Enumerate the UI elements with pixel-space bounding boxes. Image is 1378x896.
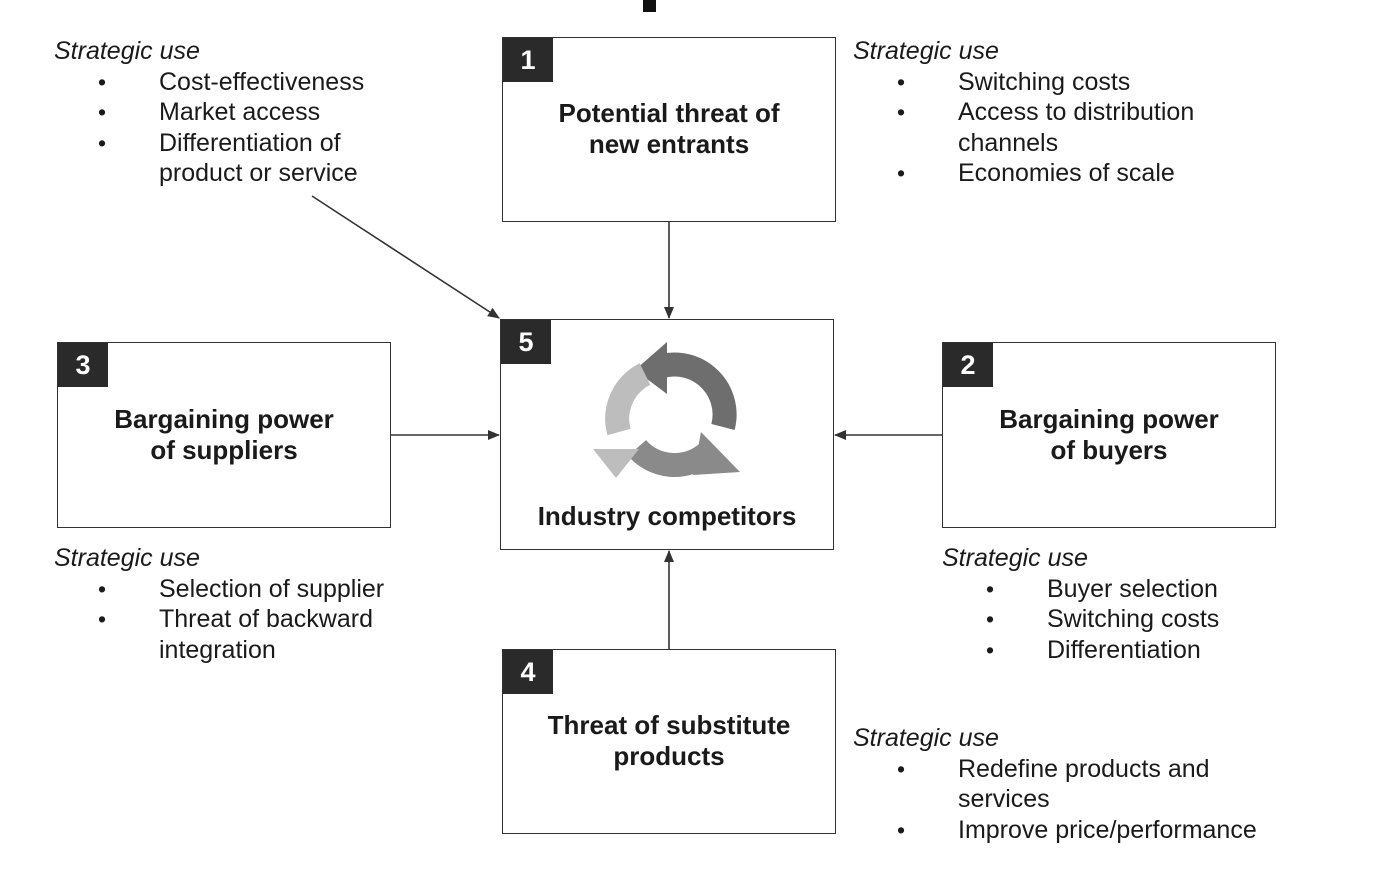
cycle-arrow-light <box>605 363 651 436</box>
strategic-use-top-right: Strategic use Switching costs Access to … <box>853 36 1273 189</box>
item-line: Improve price/performance <box>958 815 1257 844</box>
strategic-use-item: Economies of scale <box>853 158 1273 189</box>
item-line: product or service <box>159 159 358 187</box>
item-line: channels <box>958 128 1059 157</box>
force-number-badge: 4 <box>503 650 553 694</box>
strategic-use-list: Switching costs Access to distribution c… <box>853 67 1273 189</box>
strategic-use-heading: Strategic use <box>853 724 999 752</box>
force-title-line: products <box>613 741 725 771</box>
force-title-line: Threat of substitute <box>547 710 791 740</box>
force-number-badge: 5 <box>501 320 551 364</box>
arrow-strategic-use-to-competitors <box>311 195 500 319</box>
cycle-arrow-dark <box>649 352 737 430</box>
item-line: Differentiation <box>1047 635 1201 664</box>
strategic-use-list: Buyer selection Switching costs Differen… <box>942 574 1342 666</box>
strategic-use-item: Threat of backward integration <box>54 604 474 665</box>
force-title: Industry competitors <box>537 501 797 531</box>
force-box-industry-competitors: 5 Industry competitors <box>500 319 834 550</box>
force-title: Threat of substitute products <box>503 710 835 772</box>
force-box-buyers: 2 Bargaining power of buyers <box>942 342 1276 528</box>
force-title-line: of buyers <box>1050 435 1168 465</box>
strategic-use-item: Cost-effectiveness <box>54 67 454 98</box>
force-title: Bargaining power of suppliers <box>58 404 390 466</box>
force-number-badge: 3 <box>58 343 108 387</box>
item-line: Economies of scale <box>958 159 1175 187</box>
strategic-use-bottom-right: Strategic use Redefine products and serv… <box>853 723 1323 845</box>
force-title-line: Bargaining power <box>114 404 334 434</box>
item-line: Cost-effectiveness <box>159 67 365 96</box>
strategic-use-top-left: Strategic use Cost-effectiveness Market … <box>54 36 454 189</box>
strategic-use-list: Selection of supplier Threat of backward… <box>54 574 474 666</box>
strategic-use-item: Access to distribution channels <box>853 97 1273 158</box>
strategic-use-item: Selection of supplier <box>54 574 474 605</box>
item-line: Threat of backward <box>159 605 373 633</box>
cycle-arrowhead-mid <box>693 432 740 475</box>
item-line: Differentiation of <box>159 128 341 157</box>
strategic-use-item: Market access <box>54 97 454 128</box>
force-box-suppliers: 3 Bargaining power of suppliers <box>57 342 391 528</box>
rivalry-cycle-icon <box>593 342 740 478</box>
strategic-use-item: Switching costs <box>942 604 1342 635</box>
strategic-use-heading: Strategic use <box>54 37 200 65</box>
force-box-new-entrants: 1 Potential threat of new entrants <box>502 37 836 222</box>
strategic-use-bottom-left: Strategic use Selection of supplier Thre… <box>54 543 474 665</box>
strategic-use-item: Redefine products and services <box>853 754 1323 815</box>
force-title-line: of suppliers <box>150 435 298 465</box>
item-line: integration <box>159 635 276 664</box>
strategic-use-item: Differentiation of product or service <box>54 128 454 189</box>
force-title-line: Bargaining power <box>999 404 1219 434</box>
strategic-use-heading: Strategic use <box>853 37 999 65</box>
item-line: Redefine products and <box>958 754 1210 783</box>
strategic-use-middle-right: Strategic use Buyer selection Switching … <box>942 543 1342 665</box>
item-line: Switching costs <box>1047 605 1220 633</box>
force-title: Potential threat of new entrants <box>503 98 835 160</box>
item-line: Buyer selection <box>1047 574 1218 603</box>
top-edge-mark <box>643 0 656 12</box>
force-number-badge: 2 <box>943 343 993 387</box>
strategic-use-heading: Strategic use <box>54 544 200 572</box>
force-number-badge: 1 <box>503 38 553 82</box>
strategic-use-heading: Strategic use <box>942 544 1088 572</box>
item-line: Selection of supplier <box>159 574 385 603</box>
force-title: Bargaining power of buyers <box>943 404 1275 466</box>
item-line: Switching costs <box>958 67 1131 96</box>
force-title-line: new entrants <box>588 129 750 159</box>
cycle-arrowhead-dark <box>635 342 667 394</box>
strategic-use-list: Cost-effectiveness Market access Differe… <box>54 67 454 189</box>
item-line: Access to distribution <box>958 98 1195 126</box>
force-box-substitutes: 4 Threat of substitute products <box>502 649 836 834</box>
item-line: services <box>958 785 1050 813</box>
cycle-arrowhead-light <box>593 449 639 478</box>
strategic-use-item: Buyer selection <box>942 574 1342 605</box>
strategic-use-item: Differentiation <box>942 635 1342 666</box>
strategic-use-item: Switching costs <box>853 67 1273 98</box>
strategic-use-item: Improve price/performance <box>853 815 1323 846</box>
strategic-use-list: Redefine products and services Improve p… <box>853 754 1323 846</box>
force-title-line: Potential threat of <box>558 98 780 128</box>
item-line: Market access <box>159 98 321 126</box>
